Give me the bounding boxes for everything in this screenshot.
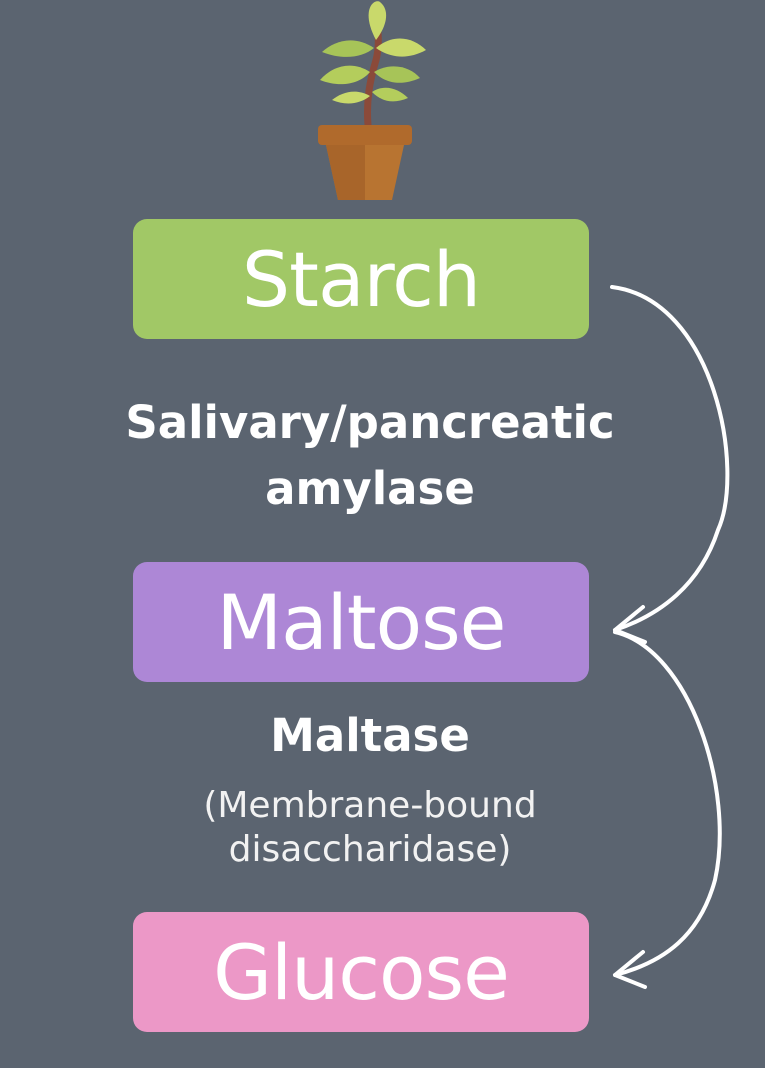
maltase-note-line1: (Membrane-bound bbox=[203, 785, 537, 826]
starch-label: Starch bbox=[241, 234, 481, 324]
starch-box: Starch bbox=[133, 219, 589, 339]
amylase-label: Salivary/pancreatic amylase bbox=[0, 390, 740, 522]
arrowhead-icon bbox=[613, 950, 647, 989]
maltase-note: (Membrane-bound disaccharidase) bbox=[0, 784, 740, 872]
amylase-label-line1: Salivary/pancreatic bbox=[125, 396, 615, 449]
glucose-label: Glucose bbox=[213, 927, 510, 1017]
maltose-box: Maltose bbox=[133, 562, 589, 682]
maltase-note-line2: disaccharidase) bbox=[228, 829, 512, 870]
potted-plant-icon bbox=[318, 1, 426, 200]
glucose-box: Glucose bbox=[133, 912, 589, 1032]
maltase-label: Maltase bbox=[270, 709, 470, 762]
arrowhead-icon bbox=[613, 605, 647, 644]
amylase-label-line2: amylase bbox=[265, 462, 475, 515]
maltose-label: Maltose bbox=[216, 577, 507, 667]
